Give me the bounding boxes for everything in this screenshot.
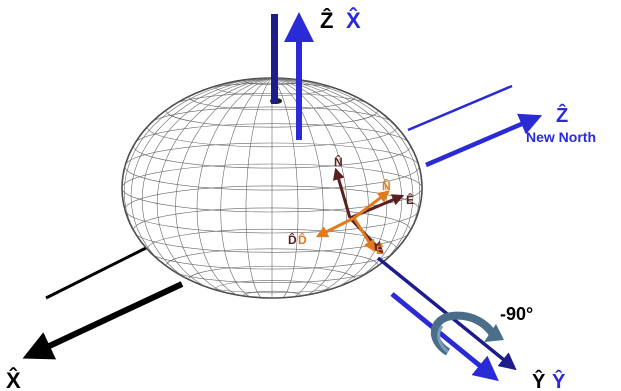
mesh-meridian-line xyxy=(220,78,273,298)
new-north-line-thin xyxy=(407,84,513,132)
n-vector-orange xyxy=(353,190,390,220)
n-dark-label: N̂ xyxy=(334,154,343,169)
x-axis-line-back xyxy=(45,244,151,300)
rotation-arrow xyxy=(430,311,504,356)
d-dark-label: D̂ xyxy=(288,232,297,247)
new-north-label: New North xyxy=(526,129,596,145)
d-vector-orange xyxy=(315,216,355,238)
e-dark-label: Ê xyxy=(406,192,414,207)
local-frame-orange xyxy=(315,190,390,253)
n-vector-dark xyxy=(332,167,352,219)
y-hat-blue-label: Ŷ xyxy=(552,369,566,391)
z-axis-label: Ẑ xyxy=(320,8,333,33)
new-north-arrow xyxy=(425,113,543,168)
x-axis-label: X̂ xyxy=(6,367,21,391)
y-axis-line xyxy=(376,256,517,371)
mesh-meridian-line xyxy=(271,78,299,298)
mesh-meridian-line xyxy=(245,78,273,298)
n-orange-label: N̂ xyxy=(382,178,391,193)
d-orange-label: D̂ xyxy=(298,232,307,247)
mesh-meridian-line xyxy=(271,78,422,298)
x-axis-arrow xyxy=(22,281,184,360)
e-orange-label: Ê xyxy=(376,242,384,257)
ellipsoid-mesh xyxy=(121,77,423,299)
e-vector-orange xyxy=(352,217,376,253)
new-z-label: Ẑ xyxy=(556,103,568,127)
z-axis-bar xyxy=(271,14,278,104)
mesh-meridian-line xyxy=(196,78,273,298)
mesh-meridian-line xyxy=(122,78,273,298)
y-axis-arrow-blue xyxy=(390,292,499,382)
x-hat-blue-top-label: X̂ xyxy=(346,7,361,33)
y-axis-label: Ŷ xyxy=(532,369,546,391)
rotation-label: -90° xyxy=(500,304,533,324)
